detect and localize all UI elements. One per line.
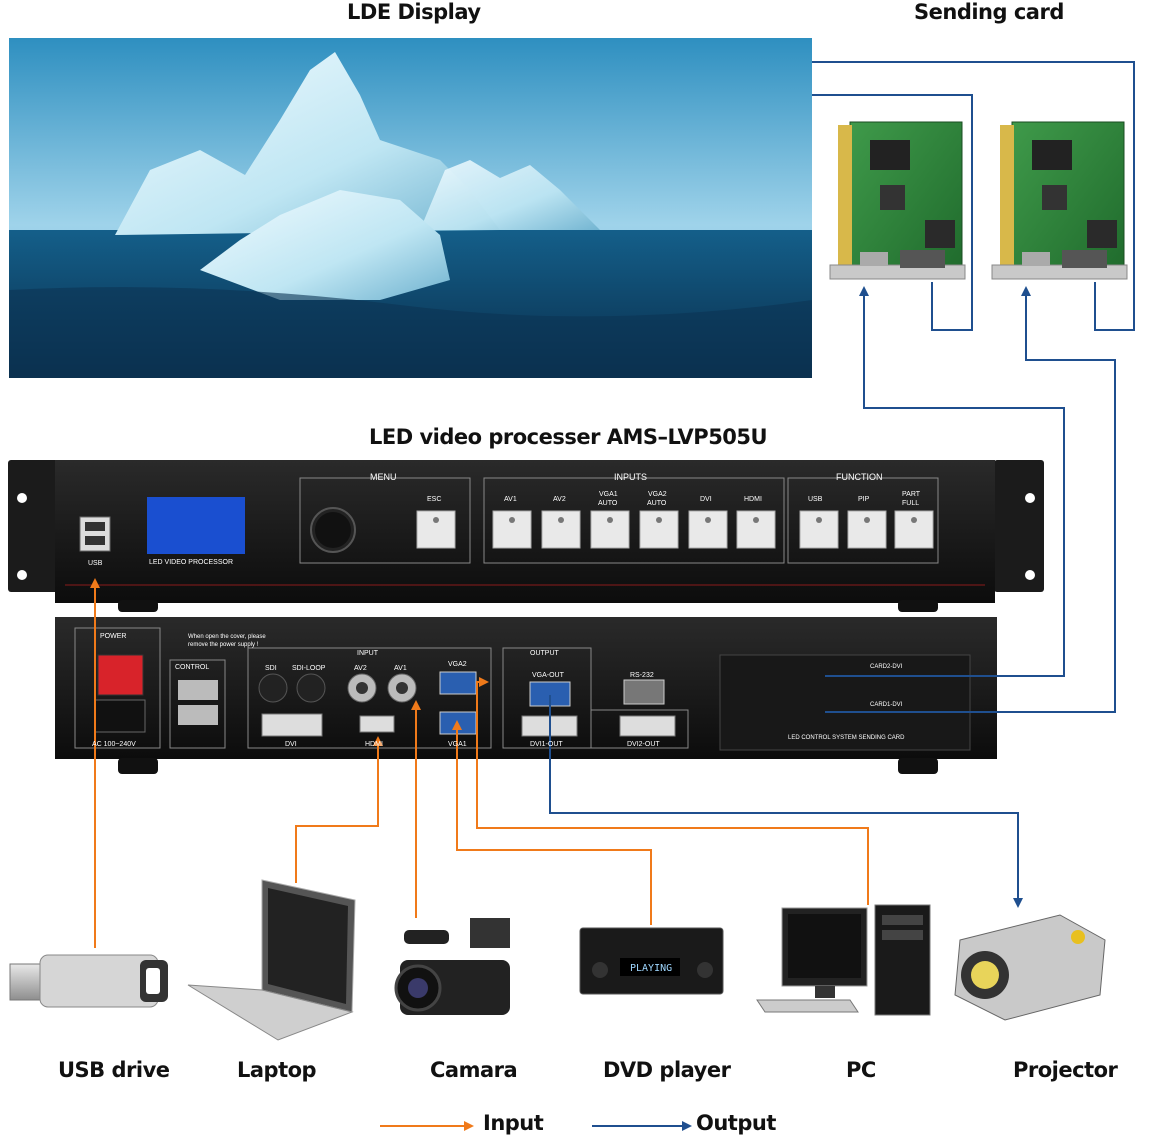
sending-card-panel-label: LED CONTROL SYSTEM SENDING CARD [788, 735, 905, 741]
sdi-label: SDI [265, 665, 277, 672]
dvi-label: DVI [285, 741, 297, 748]
pc [756, 904, 931, 1016]
vga2-label: VGA2 [448, 661, 467, 668]
btn-vga2-label: VGA2 [648, 491, 667, 498]
card1-label: CARD1-DVI [870, 702, 903, 708]
vga1-label: VGA1 [448, 741, 467, 748]
av1-label: AV1 [394, 665, 407, 672]
card2-label: CARD2-DVI [870, 664, 903, 670]
btn-dvi-label: DVI [700, 496, 712, 503]
led-display-image [9, 38, 812, 378]
btn-part-label: PART [902, 491, 921, 498]
btn-pip-label: PIP [858, 496, 870, 503]
label-pc: PC [846, 1058, 876, 1082]
sending-card-2 [991, 121, 1128, 280]
display-title: LDE Display [347, 0, 481, 24]
label-camera: Camara [430, 1058, 518, 1082]
rear-panel-labels: POWER When open the cover, please remove… [92, 633, 905, 748]
dvd-player [579, 927, 724, 995]
output-lines [549, 61, 1135, 908]
processor-rear-panel [55, 617, 997, 774]
power-label: POWER [100, 633, 126, 640]
label-laptop: Laptop [237, 1058, 317, 1082]
label-usb-drive: USB drive [58, 1058, 170, 1082]
warning-line-1: When open the cover, please [188, 634, 266, 640]
inputs-label: INPUTS [614, 472, 647, 482]
label-dvd-player: DVD player [603, 1058, 731, 1082]
btn-usb-label: USB [808, 496, 823, 503]
btn-av2-label: AV2 [553, 496, 566, 503]
control-label: CONTROL [175, 664, 209, 671]
input-lines [90, 578, 869, 948]
dvd-screen-text: PLAYING [630, 963, 672, 974]
sending-card-1 [829, 121, 966, 280]
usb-port-label: USB [88, 560, 103, 567]
vga-out-label: VGA-OUT [532, 672, 565, 679]
legend-input-label: Input [483, 1111, 544, 1135]
front-panel-labels: MENU INPUTS FUNCTION ESC USB LED VIDEO P… [88, 472, 921, 567]
esc-label: ESC [427, 496, 441, 503]
btn-vga1-label: VGA1 [599, 491, 618, 498]
laptop [187, 879, 356, 1041]
processor-title: LED video processer AMS–LVP505U [369, 425, 768, 449]
legend-output-label: Output [696, 1111, 776, 1135]
sending-card-title: Sending card [914, 0, 1064, 24]
btn-hdmi-label: HDMI [744, 496, 762, 503]
hdmi-label: HDMI [365, 741, 383, 748]
menu-label: MENU [370, 472, 397, 482]
output-label: OUTPUT [530, 650, 560, 657]
btn-vga1-auto-label: AUTO [598, 500, 618, 507]
ac-label: AC 100~240V [92, 741, 136, 748]
dvi2-out-label: DVI2-OUT [627, 741, 660, 748]
btn-full-label: FULL [902, 500, 919, 507]
label-projector: Projector [1013, 1058, 1118, 1082]
sdi-loop-label: SDI-LOOP [292, 665, 326, 672]
function-label: FUNCTION [836, 472, 883, 482]
rs232-label: RS-232 [630, 672, 654, 679]
warning-line-2: remove the power supply ! [188, 642, 259, 648]
projector [954, 914, 1106, 1021]
lcd-label: LED VIDEO PROCESSOR [149, 559, 233, 566]
processor-front-panel [8, 460, 1044, 612]
usb-drive [9, 954, 168, 1008]
dvi1-out-label: DVI1-OUT [530, 741, 563, 748]
camera [394, 918, 510, 1015]
btn-av1-label: AV1 [504, 496, 517, 503]
btn-vga2-auto-label: AUTO [647, 500, 667, 507]
input-label: INPUT [357, 650, 379, 657]
av2-label: AV2 [354, 665, 367, 672]
